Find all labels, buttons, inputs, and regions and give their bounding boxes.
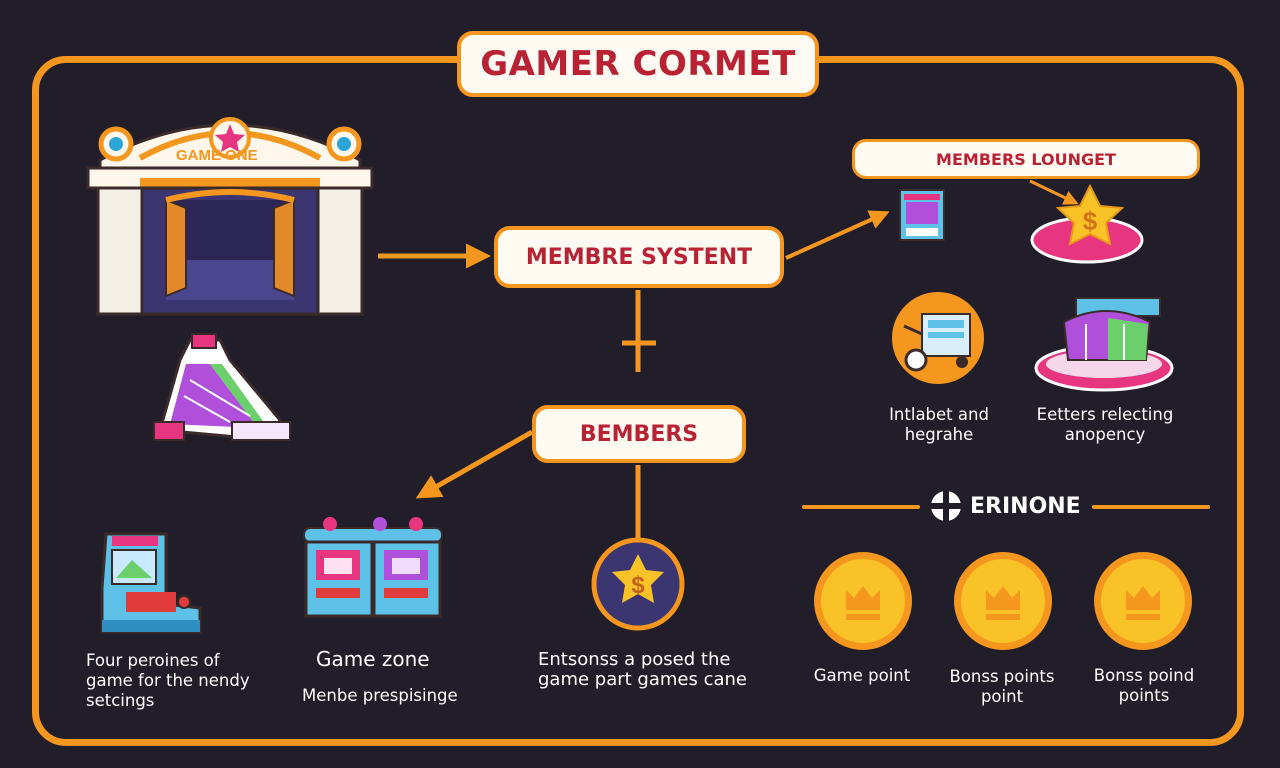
bembers-node: BEMBERS xyxy=(532,405,746,463)
arcade-gate-icon: GAME ONE xyxy=(86,117,374,316)
game-point-label: Game point xyxy=(813,666,911,685)
section-title: ERINONE xyxy=(970,493,1081,519)
bonss-points-label: Bonss points point xyxy=(949,667,1055,706)
section-header: ERINONE xyxy=(930,490,1081,522)
svg-text:$: $ xyxy=(631,572,645,599)
members-lounge-node: MEMBERS LOUNGET xyxy=(852,139,1200,179)
section-divider-right xyxy=(1092,505,1210,509)
member-system-node: MEMBRE SYSTENT xyxy=(494,226,784,288)
intlabet-label: Intlabet and hegrahe xyxy=(889,405,989,444)
arrow-lounge-to-star xyxy=(1029,179,1079,205)
section-divider-left xyxy=(802,505,920,509)
arcade-cabinet-icon xyxy=(100,532,202,634)
small-arcade-icon xyxy=(899,189,945,241)
bonss-poind-label: Bonss poind points xyxy=(1093,666,1195,705)
entsons-label: Entsonss a posed the game part games can… xyxy=(538,649,747,690)
arrow-system-to-lounge xyxy=(785,210,890,260)
carousel-icon xyxy=(1034,297,1174,392)
dollar-star-icon: $ xyxy=(1030,183,1144,264)
crown-coin-icon xyxy=(954,552,1052,650)
crown-coin-icon xyxy=(814,552,912,650)
eetters-label: Eetters relecting anopency xyxy=(1036,405,1174,444)
gate-sign-text: GAME ONE xyxy=(176,147,258,164)
game-zone-subtitle: Menbe prespisinge xyxy=(302,686,458,705)
four-peroines-label: Four peroines of game for the nendy setc… xyxy=(86,651,250,710)
page-title: GAMER CORMET xyxy=(457,31,819,97)
arcade-machines-icon xyxy=(303,517,443,618)
vendor-cart-icon xyxy=(892,292,984,384)
crown-coin-icon xyxy=(1094,552,1192,650)
game-zone-title: Game zone xyxy=(316,647,430,671)
svg-text:$: $ xyxy=(1083,206,1098,236)
erinone-logo-icon xyxy=(931,491,961,521)
arrow-bembers-to-zone xyxy=(415,429,534,499)
arcade-ride-icon xyxy=(153,333,291,442)
dollar-coin-icon: $ xyxy=(591,537,685,631)
